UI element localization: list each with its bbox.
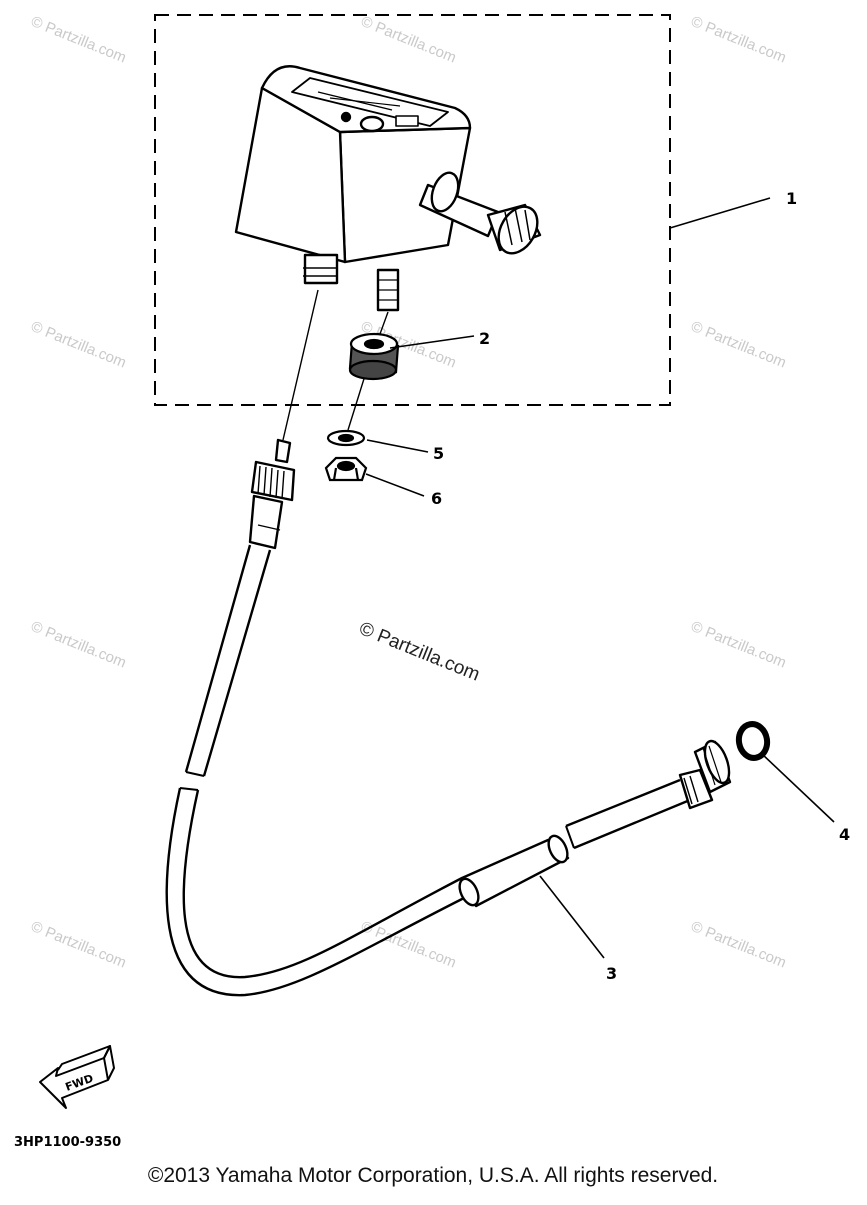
watermark: © Partzilla.com (359, 13, 459, 67)
fwd-arrow-icon (39, 1045, 115, 1109)
assembly-boundary (154, 14, 671, 406)
copyright-notice: ©2013 Yamaha Motor Corporation, U.S.A. A… (148, 1164, 718, 1187)
watermark: © Partzilla.com (689, 318, 789, 372)
callout-2: 2 (479, 329, 490, 348)
leader-lines (365, 197, 835, 959)
callout-5: 5 (433, 444, 444, 463)
center-watermark: © Partzilla.com (356, 618, 483, 685)
speedometer-assembly (234, 65, 542, 312)
callout-4: 4 (839, 825, 850, 844)
o-ring (735, 721, 771, 761)
watermark: © Partzilla.com (29, 13, 129, 67)
watermark: © Partzilla.com (29, 618, 129, 672)
callout-1: 1 (786, 189, 797, 208)
washer (326, 429, 366, 447)
nut (324, 456, 368, 482)
diagram-part-code: 3HP1100-9350 (14, 1135, 121, 1150)
callout-labels: 1 2 3 4 5 6 (431, 189, 850, 983)
callout-6: 6 (431, 489, 442, 508)
callout-3: 3 (606, 964, 617, 983)
speedometer-cable (165, 438, 732, 997)
watermark: © Partzilla.com (689, 918, 789, 972)
watermark: © Partzilla.com (29, 918, 129, 972)
watermark: © Partzilla.com (689, 13, 789, 67)
grommet (348, 332, 400, 381)
watermark: © Partzilla.com (29, 318, 129, 372)
watermark: © Partzilla.com (689, 618, 789, 672)
